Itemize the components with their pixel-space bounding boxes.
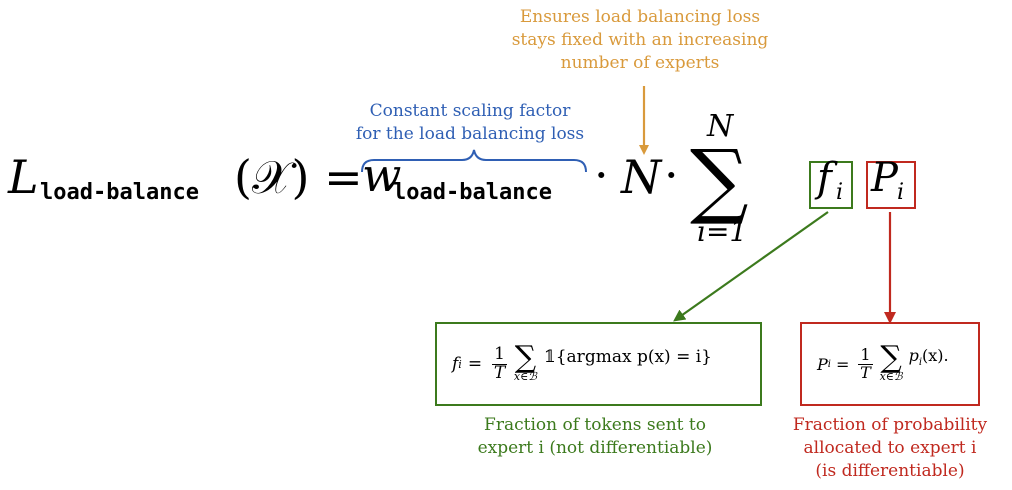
weight-symbol: w	[362, 148, 402, 202]
sum-upper-limit: N	[707, 109, 734, 144]
p-def-body-sub: i	[918, 357, 923, 369]
p-def-fraction: 1 T	[858, 344, 873, 382]
p-def-body-wrap: pi(x).	[909, 346, 949, 368]
p-definition-box	[800, 322, 980, 406]
f-def-fraction: 1 T	[492, 343, 507, 383]
f-definition-box	[435, 322, 762, 406]
p-def-sum-symbol: ∑	[880, 340, 902, 376]
p-term-subscript: i	[897, 180, 905, 205]
p-def-body: p	[908, 345, 919, 365]
sum-lower-limit: i=1	[697, 215, 748, 248]
f-term-subscript: i	[836, 180, 844, 205]
loss-argument: (𝒳) =	[234, 150, 363, 204]
f-term-box	[809, 161, 853, 209]
p-def-denominator: T	[860, 362, 871, 382]
p-def-lhs-sub: i	[827, 358, 831, 370]
f-def-sum-limit: x∈ℬ	[513, 370, 537, 384]
f-def-denominator: T	[493, 362, 506, 383]
multiply-dot-2: ·	[664, 148, 679, 202]
f-def-sum-symbol: ∑	[514, 340, 537, 376]
probability-fraction-note: Fraction of probability allocated to exp…	[792, 415, 988, 481]
p-def-body-tail: (x).	[922, 345, 949, 365]
loss-subscript: load-balance	[40, 180, 199, 205]
f-def-sum: ∑ x∈ℬ	[513, 340, 537, 384]
token-fraction-note: Fraction of tokens sent to expert i (not…	[477, 415, 713, 458]
p-term-symbol: P	[871, 155, 898, 201]
scaling-factor-note: Constant scaling factor for the load bal…	[355, 101, 585, 144]
loss-symbol: L	[8, 150, 39, 204]
f-def-lhs-sub: i	[458, 357, 462, 371]
p-term-box	[866, 161, 916, 209]
f-def-lhs: f	[452, 354, 459, 374]
p-def-equals: =	[835, 354, 850, 374]
f-def-body: 𝟙{argmax p(x) = i}	[543, 347, 712, 367]
p-def-lhs: P	[817, 354, 828, 374]
green-arrow	[673, 211, 829, 322]
p-def-sum: ∑ x∈ℬ	[879, 340, 903, 384]
weight-subscript: load-balance	[393, 180, 552, 205]
f-def-equals: =	[467, 354, 483, 374]
expert-count-symbol: N	[621, 150, 662, 204]
f-def-numerator: 1	[492, 343, 507, 365]
multiply-dot-1: ·	[594, 148, 609, 202]
sum-symbol: ∑	[690, 133, 749, 228]
p-def-sum-limit: x∈ℬ	[879, 370, 903, 384]
blue-brace	[361, 149, 587, 173]
p-def-numerator: 1	[858, 344, 873, 365]
expert-count-note: Ensures load balancing loss stays fixed …	[511, 7, 769, 73]
f-term-symbol: f	[817, 155, 832, 201]
